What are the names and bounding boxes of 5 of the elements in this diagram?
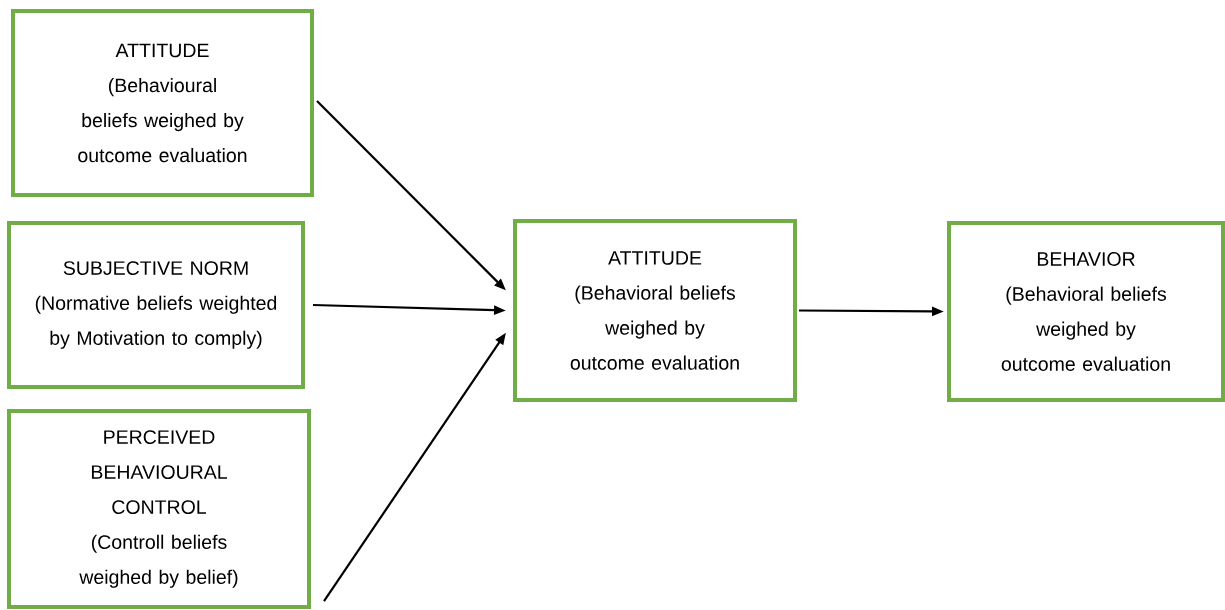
- process-box: PERCEIVED BEHAVIOURAL CONTROL (Controll beliefs weighed by belief): [7, 409, 311, 609]
- process-box: BEHAVIOR (Behavioral beliefs weighed by outcome evaluation: [947, 221, 1225, 402]
- process-box: ATTITUDE (Behavioral beliefs weighed by outcome evaluation: [513, 219, 797, 402]
- process-box: ATTITUDE (Behavioural beliefs weighed by outcome evaluation: [11, 9, 314, 197]
- process-box: SUBJECTIVE NORM (Normative beliefs weighted by Motivation to comply): [7, 221, 305, 389]
